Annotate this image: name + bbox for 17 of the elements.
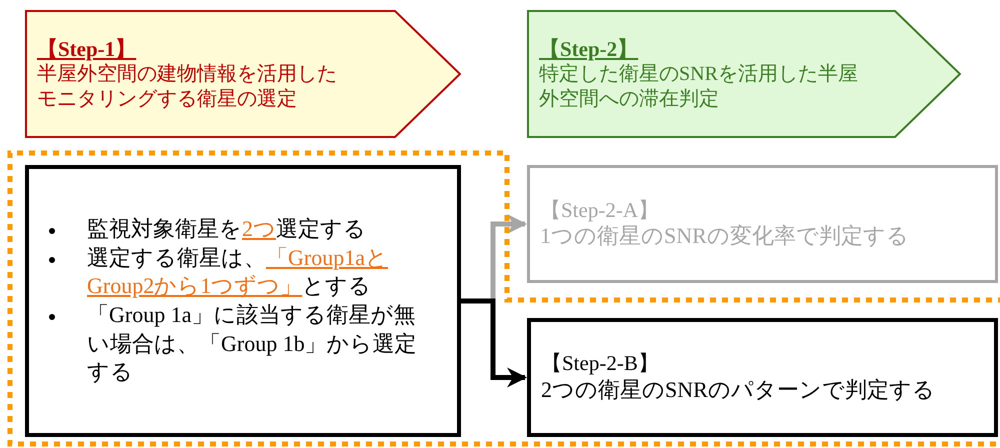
step-heading: 【Step-1】 — [37, 37, 136, 62]
bullet-text: 選定する衛星は、「Group1aとGroup2から1つずつ」とする — [87, 244, 389, 300]
method-heading: 【Step-2-B】 — [541, 351, 659, 377]
method-description: 2つの衛星のSNRのパターンで判定する — [541, 376, 935, 404]
method-box — [527, 165, 998, 283]
method-heading: 【Step-2-A】 — [540, 198, 659, 224]
step-chevron — [25, 10, 461, 138]
bullet-text: 監視対象衛星を2つ選定する — [87, 215, 366, 244]
step-chevron — [527, 10, 961, 138]
step-description: 半屋外空間の建物情報を活用したモニタリングする衛星の選定 — [37, 62, 338, 111]
method-box — [527, 318, 998, 437]
step-description: 特定した衛星のSNRを活用した半屋外空間への滞在判定 — [539, 62, 859, 111]
arrow — [461, 298, 527, 388]
step-heading: 【Step-2】 — [539, 37, 638, 62]
bullet-text: 「Group 1a」に該当する衛星が無い場合は、「Group 1b」から選定する — [87, 301, 418, 386]
method-description: 1つの衛星のSNRの変化率で判定する — [540, 223, 909, 250]
criteria-box — [25, 165, 461, 437]
